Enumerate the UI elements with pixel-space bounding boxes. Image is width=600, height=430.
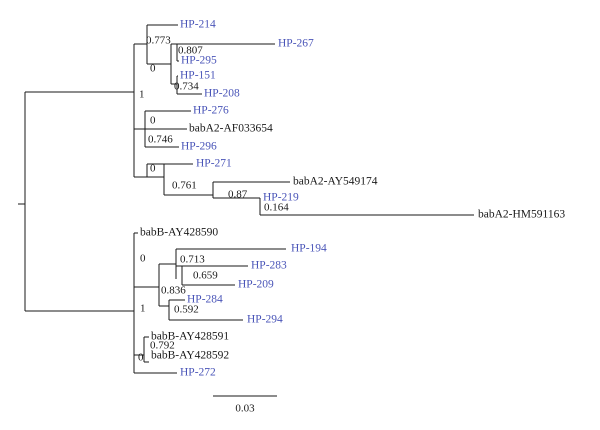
bootstrap-value: 0 [140,253,146,265]
leaf-babb-ay428590: babB-AY428590 [140,227,218,239]
leaf-hp-267: HP-267 [278,38,314,50]
leaf-hp-294: HP-294 [247,314,283,326]
bootstrap-value: 0 [150,115,156,127]
leaf-hp-295: HP-295 [181,55,217,67]
leaf-baba2-af033654: babA2-AF033654 [189,123,273,135]
leaf-hp-284: HP-284 [187,294,223,306]
scale-bar: 0.03 [213,395,277,415]
bootstrap-value: 0.807 [178,45,203,57]
bootstrap-value: 0.773 [146,35,171,47]
leaf-hp-296: HP-296 [181,141,217,153]
leaf-babb-ay428591: babB-AY428591 [151,331,229,343]
leaf-hp-283: HP-283 [251,260,287,272]
bootstrap-value: 0.164 [264,202,289,214]
bootstrap-value: 1 [139,89,145,101]
bootstrap-value: 0.87 [228,189,248,201]
bootstrap-value: 0.761 [172,180,197,192]
bootstrap-value: 0 [138,352,144,364]
bootstrap-value: 0 [150,163,156,175]
leaf-hp-271: HP-271 [196,158,232,170]
bootstrap-value: 1 [140,303,146,315]
leaf-labels: HP-214 HP-267 HP-295 HP-151 HP-208 HP-27… [140,19,565,379]
leaf-hp-194: HP-194 [291,243,327,255]
bootstrap-labels: 0.773 0.807 0 0.734 1 0 0.746 0 0.761 0.… [138,35,289,364]
leaf-hp-276: HP-276 [193,105,229,117]
leaf-baba2-hm591163: babA2-HM591163 [478,209,565,221]
bootstrap-value: 0 [150,63,156,75]
leaf-hp-214: HP-214 [180,19,216,31]
bootstrap-value: 0.734 [174,81,199,93]
scale-bar-label: 0.03 [235,403,255,415]
bootstrap-value: 0.746 [148,134,173,146]
leaf-hp-209: HP-209 [238,279,274,291]
bootstrap-value: 0.659 [193,270,218,282]
bootstrap-value: 0.792 [150,340,175,352]
leaf-hp-151: HP-151 [180,70,216,82]
bootstrap-value: 0.592 [174,304,199,316]
leaf-baba2-ay549174: babA2-AY549174 [293,176,378,188]
leaf-hp-208: HP-208 [204,88,240,100]
leaf-hp-219: HP-219 [263,192,299,204]
leaf-babb-ay428592: babB-AY428592 [151,350,229,362]
bootstrap-value: 0.836 [161,285,186,297]
bootstrap-value: 0.713 [180,254,205,266]
tree-branches [18,24,474,374]
leaf-hp-272: HP-272 [180,367,216,379]
